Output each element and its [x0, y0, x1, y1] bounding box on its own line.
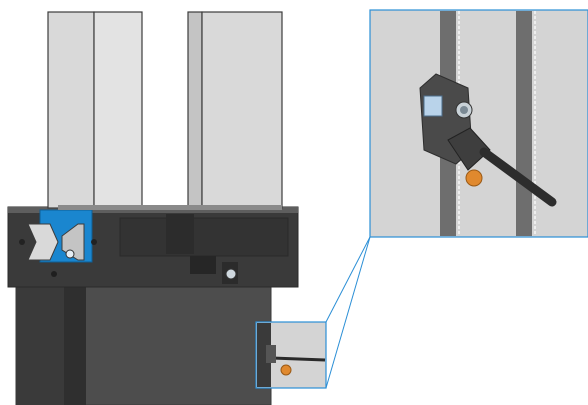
blue-jaw-carrier: [19, 209, 97, 277]
body-sensor-mount: [222, 262, 238, 284]
proximity-sensor-head: [447, 127, 491, 171]
small-detail-window: [255, 321, 327, 389]
jaw-carrier-pin-left: [19, 239, 25, 245]
jaw-right-main-face: [201, 11, 283, 209]
small-window-dark-area: [257, 323, 271, 387]
small-window-sensor-body: [266, 345, 276, 363]
sensor-bracket-clip: [423, 95, 443, 117]
callout-line-bottom: [325, 236, 371, 389]
body-lower-shade-left: [16, 285, 66, 405]
jaw-guide-strip: [58, 205, 282, 210]
body-center-rib: [64, 285, 86, 405]
jaw-left-main-face: [93, 11, 143, 209]
sensor-mount-screw: [225, 268, 237, 280]
sensor-cable: [479, 147, 557, 207]
callout-line-top: [325, 236, 371, 323]
sensor-bracket-nut-hole: [460, 106, 468, 114]
body-slot-block: [190, 256, 216, 274]
base-jaw-right: [187, 11, 283, 209]
jaw-carrier-pin-right: [91, 239, 97, 245]
large-detail-panel: [369, 9, 588, 238]
detail-groove-right: [516, 11, 532, 236]
body-right-recess: [119, 217, 289, 257]
small-window-sensor-led: [280, 364, 292, 376]
jaw-right-edge-face: [187, 11, 203, 209]
proximity-sensor-led: [465, 169, 483, 187]
jaw-left-shadow-face: [47, 11, 95, 209]
jaw-carrier-screw: [65, 249, 75, 259]
base-jaw-left: [47, 11, 143, 209]
body-bottom-pin: [51, 271, 57, 277]
body-center-slot: [166, 214, 194, 254]
small-window-cable: [271, 356, 326, 362]
jaw-carrier-left-wedge: [27, 223, 59, 261]
